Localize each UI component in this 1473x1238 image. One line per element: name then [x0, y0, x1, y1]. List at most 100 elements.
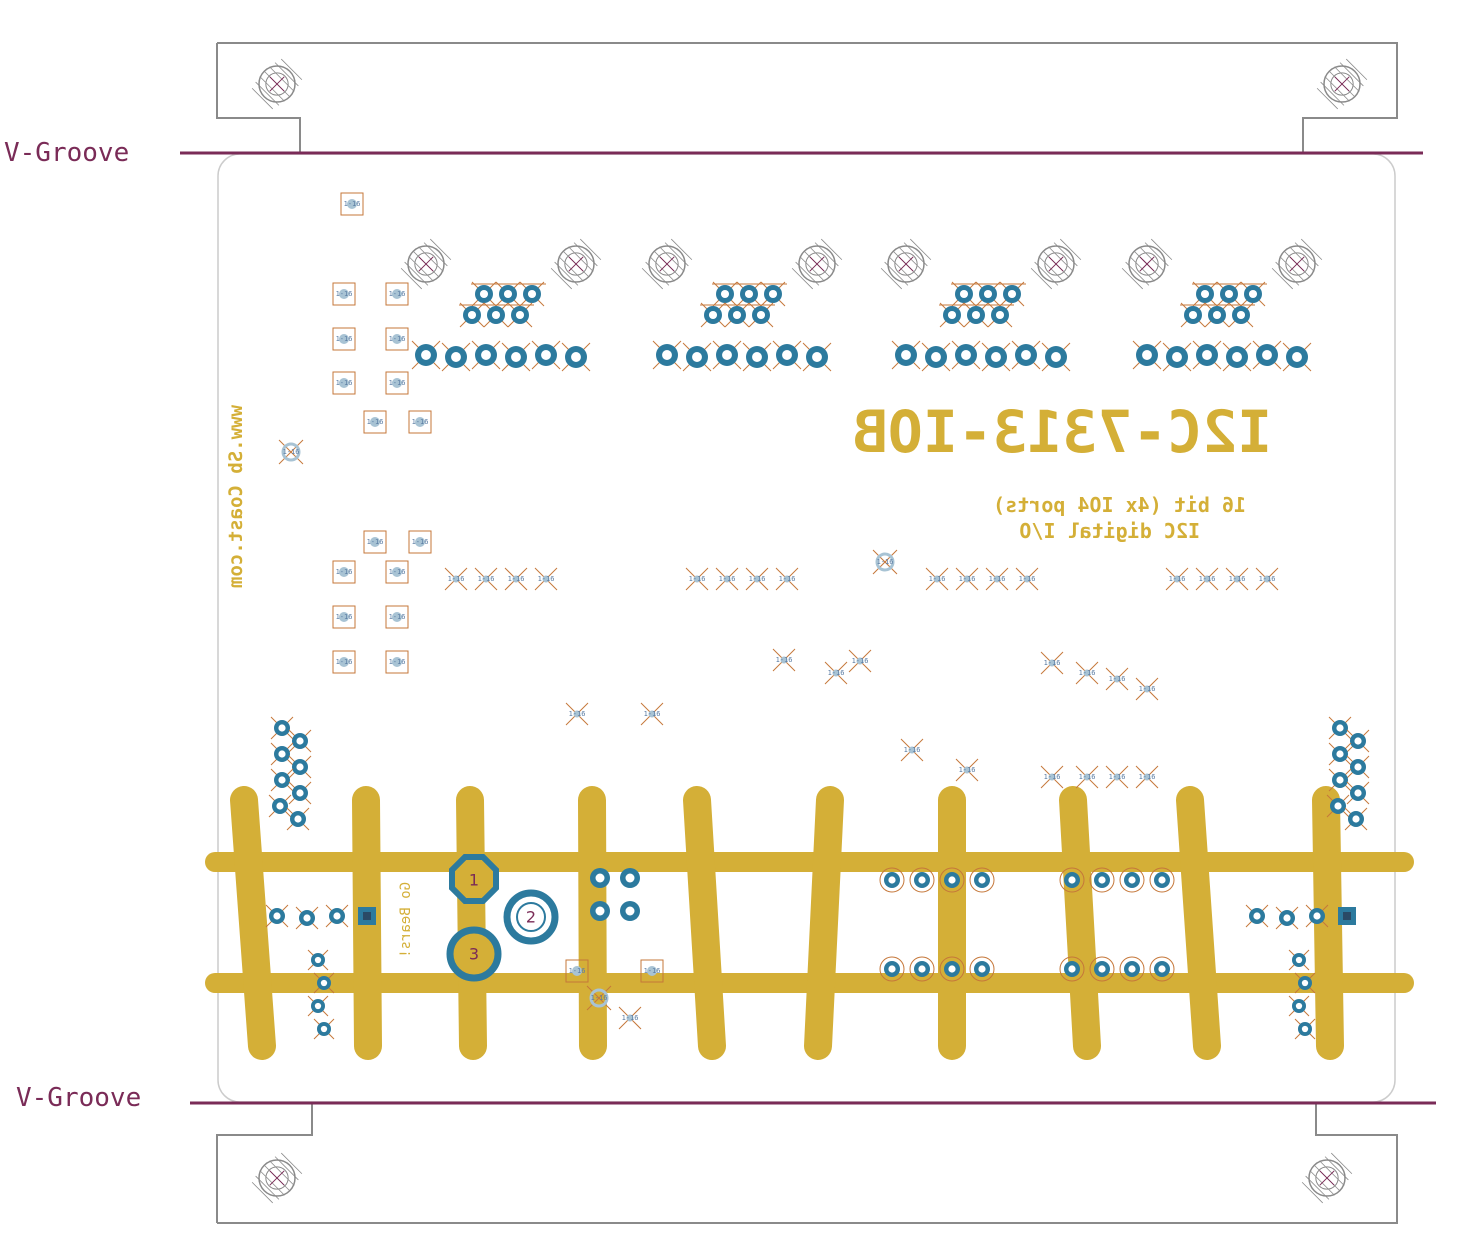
pin [974, 872, 990, 888]
smd-label: 1-16 [959, 575, 976, 583]
copper-pour-traces [205, 786, 1414, 1060]
pin [1124, 872, 1140, 888]
smd-cross-15: 1-16 [1225, 567, 1249, 591]
rail-mounting-holes [251, 58, 1368, 1204]
pin [724, 302, 750, 328]
smd-label: 1-16 [569, 967, 586, 975]
pin [459, 302, 485, 328]
top-rail [216, 42, 1398, 153]
fiducial-2: 1-16 [872, 549, 898, 575]
pin [736, 281, 762, 307]
smd-label: 1-16 [877, 558, 894, 566]
rail-hole-3 [251, 1152, 303, 1204]
pin [1346, 781, 1370, 805]
smd-box-9: 1-16 [408, 410, 432, 434]
pin [1326, 794, 1350, 818]
smd-cross-5: 1-16 [685, 567, 709, 591]
pin [760, 281, 786, 307]
smd-cross-2: 1-16 [474, 567, 498, 591]
pin [1011, 340, 1041, 370]
smd-label: 1-16 [1079, 773, 1096, 781]
smd-label: 1-16 [389, 658, 406, 666]
pin [712, 281, 738, 307]
smd-cross-32: 1-16 [618, 1006, 642, 1030]
smd-cross-11: 1-16 [985, 567, 1009, 591]
pin [288, 781, 312, 805]
smd-box-18: 1-16 [565, 959, 589, 983]
pin [620, 901, 640, 921]
pin [270, 742, 294, 766]
pad-3-ring [446, 926, 502, 982]
connector-hole-3 [641, 238, 693, 290]
pin [501, 342, 531, 372]
pin [884, 961, 900, 977]
pin [1192, 340, 1222, 370]
connector-hole-6 [1030, 238, 1082, 290]
connector-hole-2 [550, 238, 602, 290]
pin [620, 868, 640, 888]
pin [712, 340, 742, 370]
smd-label: 1-16 [1079, 669, 1096, 677]
pin [748, 302, 774, 328]
smd-label: 1-16 [1259, 575, 1276, 583]
smd-cross-12: 1-16 [1015, 567, 1039, 591]
smd-label: 1-16 [367, 538, 384, 546]
smd-label: 1-16 [389, 290, 406, 298]
pin [313, 972, 335, 994]
smd-box-15: 1-16 [385, 605, 409, 629]
smd-label: 1-16 [1044, 773, 1061, 781]
pin [802, 342, 832, 372]
credit-text: Go Bears! [398, 882, 414, 958]
smd-cross-21: 1-16 [1075, 661, 1099, 685]
pin [987, 302, 1013, 328]
smd-label: 1-16 [719, 575, 736, 583]
smd-box-5: 1-16 [385, 327, 409, 351]
smd-label: 1-16 [478, 575, 495, 583]
smd-cross-6: 1-16 [715, 567, 739, 591]
smd-label: 1-16 [689, 575, 706, 583]
smd-box-16: 1-16 [332, 650, 356, 674]
smd-label: 1-16 [1229, 575, 1246, 583]
smd-label: 1-16 [412, 418, 429, 426]
pin [963, 302, 989, 328]
smd-cross-13: 1-16 [1165, 567, 1189, 591]
smd-cross-27: 1-16 [955, 758, 979, 782]
smd-cross-20: 1-16 [1040, 651, 1064, 675]
smd-cross-30: 1-16 [1105, 765, 1129, 789]
pin [483, 302, 509, 328]
smd-label: 1-16 [336, 568, 353, 576]
pin [471, 340, 501, 370]
pin [1228, 302, 1254, 328]
smd-label: 1-16 [367, 418, 384, 426]
connector-mounting-holes [400, 238, 1323, 290]
smd-label: 1-16 [644, 710, 661, 718]
pad-1-octagon [449, 854, 499, 904]
pin [1294, 972, 1316, 994]
smd-label: 1-16 [538, 575, 555, 583]
header-left-vertical [307, 949, 335, 1040]
smd-label: 1-16 [1044, 659, 1061, 667]
smd-label: 1-16 [622, 1014, 639, 1022]
smd-box-13: 1-16 [385, 560, 409, 584]
smd-box-8: 1-16 [363, 410, 387, 434]
trace-vertical-8 [1059, 786, 1101, 1060]
vgroove-label-bottom: V-Groove [16, 1083, 141, 1113]
smd-cross-9: 1-16 [925, 567, 949, 591]
pin [1154, 961, 1170, 977]
pin [939, 302, 965, 328]
smd-label: 1-16 [779, 575, 796, 583]
header-right-4pin [1245, 904, 1356, 930]
smd-label: 1-16 [412, 538, 429, 546]
trace-vertical-1 [230, 786, 276, 1060]
pin [944, 872, 960, 888]
pad-2-inner [516, 902, 546, 932]
smd-label: 1-16 [389, 613, 406, 621]
pin [270, 716, 294, 740]
fiducial-1: 1-16 [278, 439, 304, 465]
smd-box-7: 1-16 [385, 371, 409, 395]
smd-label: 1-16 [1109, 675, 1126, 683]
fiducial-3: 1-16 [586, 985, 612, 1011]
smd-label: 1-16 [776, 656, 793, 664]
smd-cross-8: 1-16 [775, 567, 799, 591]
